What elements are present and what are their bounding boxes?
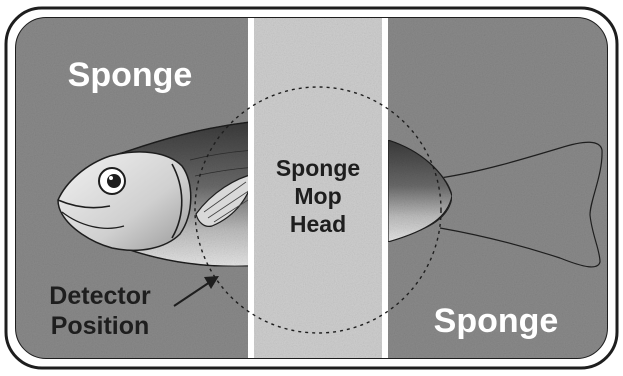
- label-mop-head-3: Head: [290, 211, 346, 237]
- label-sponge-top: Sponge: [68, 56, 193, 94]
- divider-left: [248, 18, 254, 358]
- fish-pupil: [107, 174, 121, 188]
- label-detector-1: Detector: [49, 282, 151, 310]
- label-mop-head-1: Sponge: [276, 155, 360, 181]
- label-mop-head-2: Mop: [294, 183, 341, 209]
- divider-right: [382, 18, 388, 358]
- label-sponge-bottom: Sponge: [434, 302, 559, 340]
- label-detector-2: Position: [51, 312, 150, 340]
- fish-eye-glint: [109, 176, 113, 180]
